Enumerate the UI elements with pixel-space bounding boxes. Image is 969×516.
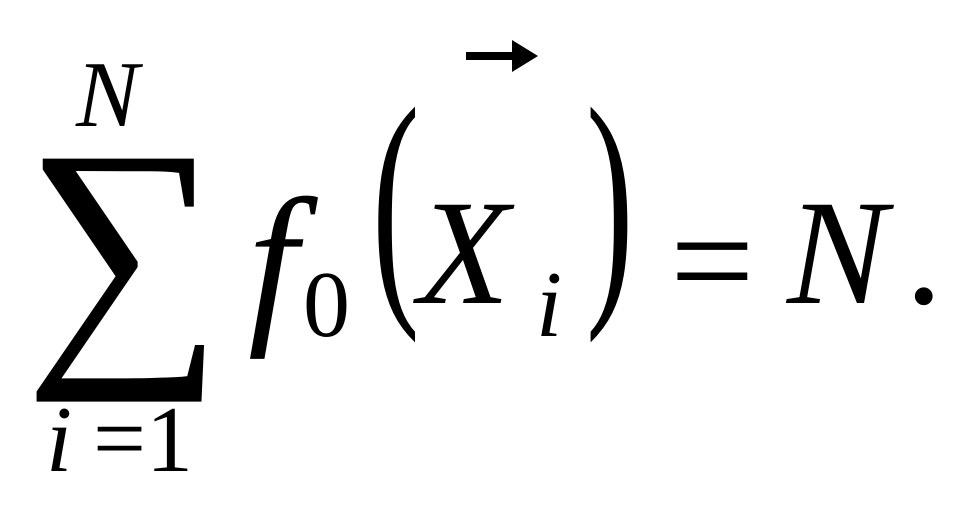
function-subscript: 0 — [303, 253, 350, 357]
vector-argument: X — [418, 170, 510, 336]
sum-index-variable: i — [46, 388, 73, 492]
ending-period: . — [905, 170, 943, 336]
function-name: f — [248, 162, 298, 360]
equals-sign: = — [670, 178, 755, 344]
summation-symbol: ∑ — [24, 92, 224, 403]
vector-arrow-icon — [466, 40, 538, 72]
right-parenthesis: ) — [586, 56, 634, 344]
sum-upper-limit: N — [76, 43, 139, 147]
left-parenthesis: ( — [372, 56, 420, 344]
right-hand-side: N — [787, 170, 888, 336]
sum-index-start: 1 — [146, 388, 193, 492]
argument-subscript: i — [536, 253, 563, 357]
sum-index-equals: = — [93, 387, 147, 491]
